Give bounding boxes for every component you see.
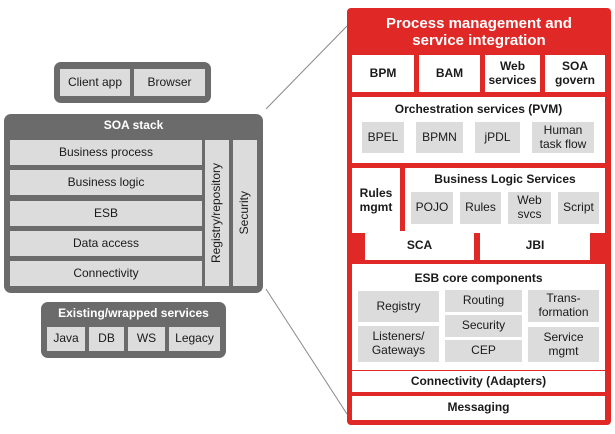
rules-box: Rules xyxy=(460,192,501,224)
script-box: Script xyxy=(558,192,599,224)
soa-govern-box: SOA govern xyxy=(545,55,605,92)
security-column: Security xyxy=(233,140,257,286)
existing-ws: WS xyxy=(128,327,165,351)
cep-box: CEP xyxy=(445,340,522,362)
service-mgmt-box: Service mgmt xyxy=(528,327,599,362)
web-svcs-box: Web svcs xyxy=(508,192,551,224)
pojo-box: POJO xyxy=(411,192,453,224)
bam-box: BAM xyxy=(419,55,480,92)
layer-data-access: Data access xyxy=(10,231,202,256)
registry-repository-label: Registry/repository xyxy=(209,162,224,264)
esb-core-section: ESB core components Registry Listeners/ … xyxy=(352,264,605,370)
registry-repository-column: Registry/repository xyxy=(205,140,229,286)
client-app-box: Client app xyxy=(60,69,130,96)
messaging-box: Messaging xyxy=(352,396,605,420)
layer-connectivity: Connectivity xyxy=(10,261,202,286)
soa-stack-panel: SOA stack Business process Business logi… xyxy=(4,114,263,293)
soa-stack-title: SOA stack xyxy=(103,118,164,133)
existing-services-panel: Existing/wrapped services Java DB WS Leg… xyxy=(41,302,226,358)
layer-business-process: Business process xyxy=(10,140,202,165)
orchestration-section: Orchestration services (PVM) BPEL BPMN j… xyxy=(352,97,605,163)
bpm-box: BPM xyxy=(352,55,414,92)
esb-core-title: ESB core components xyxy=(414,271,543,285)
layer-business-logic: Business logic xyxy=(10,170,202,195)
security-label: Security xyxy=(237,191,252,235)
jbi-box: JBI xyxy=(480,231,590,260)
layer-esb: ESB xyxy=(10,201,202,226)
esb-registry-box: Registry xyxy=(358,291,439,322)
bpmn-box: BPMN xyxy=(416,122,463,153)
connector-line-top xyxy=(265,25,348,110)
process-management-panel: Process management and service integrati… xyxy=(347,8,611,425)
listeners-gateways-box: Listeners/ Gateways xyxy=(358,326,439,362)
esb-security-box: Security xyxy=(445,315,522,337)
business-logic-title: Business Logic Services xyxy=(434,172,576,186)
rules-mgmt-box: Rules mgmt xyxy=(352,168,400,233)
existing-java: Java xyxy=(47,327,85,351)
connector-line-bottom xyxy=(265,288,348,415)
jpdl-box: jPDL xyxy=(475,122,520,153)
existing-db: DB xyxy=(89,327,124,351)
human-task-flow-box: Human task flow xyxy=(532,122,594,153)
panel-title: Process management and service integrati… xyxy=(386,14,572,49)
bpel-box: BPEL xyxy=(362,122,404,153)
business-logic-section: Business Logic Services POJO Rules Web s… xyxy=(405,168,605,233)
client-panel: Client app Browser xyxy=(54,62,211,103)
orchestration-title: Orchestration services (PVM) xyxy=(394,102,563,116)
existing-legacy: Legacy xyxy=(169,327,220,351)
transformation-box: Trans- formation xyxy=(528,290,599,322)
web-services-box: Web services xyxy=(485,55,540,92)
connectivity-adapters-box: Connectivity (Adapters) xyxy=(352,371,605,392)
routing-box: Routing xyxy=(445,290,522,312)
sca-box: SCA xyxy=(365,231,474,260)
existing-services-title: Existing/wrapped services xyxy=(58,306,209,321)
browser-box: Browser xyxy=(134,69,205,96)
